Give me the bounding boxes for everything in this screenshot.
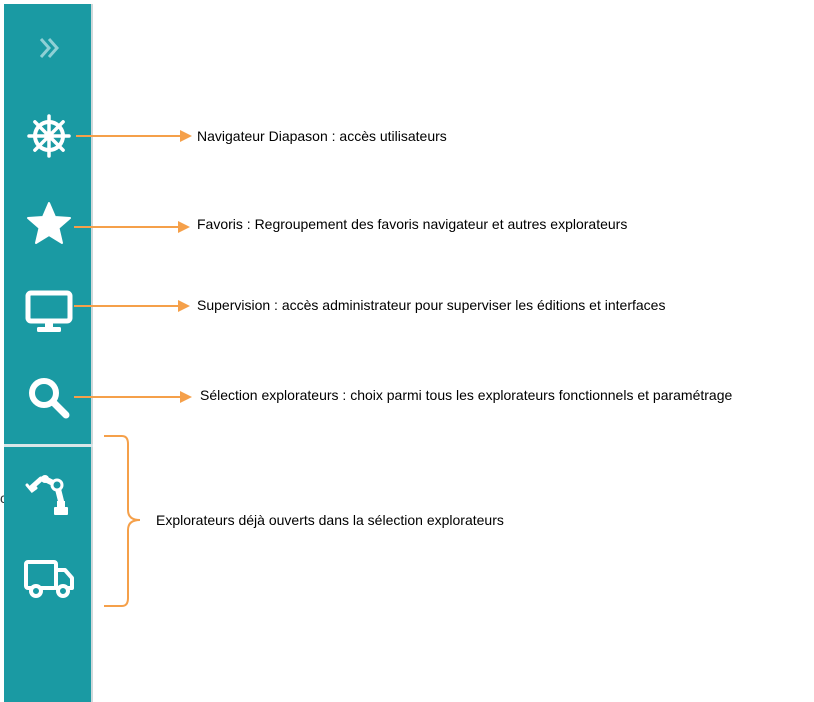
open-explorers-bracket xyxy=(104,435,141,607)
monitor-icon xyxy=(25,290,73,332)
robot-explorer-button[interactable] xyxy=(18,466,80,522)
robot-arm-icon xyxy=(25,475,68,515)
favorites-arrow xyxy=(74,221,190,233)
favorites-annotation: Favoris : Regroupement des favoris navig… xyxy=(197,216,628,232)
star-icon xyxy=(27,202,71,244)
ship-wheel-icon xyxy=(27,114,71,158)
expand-sidebar-button[interactable] xyxy=(18,20,80,76)
navigator-arrow xyxy=(76,130,192,142)
open-explorers-annotation: Explorateurs déjà ouverts dans la sélect… xyxy=(156,512,504,528)
supervision-button[interactable] xyxy=(18,284,80,340)
favorites-button[interactable] xyxy=(18,196,80,252)
supervision-arrow xyxy=(74,300,190,312)
edge-artifact: c xyxy=(0,490,7,506)
delivery-explorer-button[interactable] xyxy=(18,550,80,606)
sidebar xyxy=(4,4,93,702)
double-chevron-right-icon xyxy=(39,38,60,58)
navigator-button[interactable] xyxy=(18,108,80,164)
search-icon xyxy=(29,378,70,419)
explorer-selection-button[interactable] xyxy=(18,370,80,426)
sidebar-divider xyxy=(4,444,93,447)
navigator-annotation: Navigateur Diapason : accès utilisateurs xyxy=(197,128,447,144)
explorer-selection-arrow xyxy=(74,391,192,403)
truck-icon xyxy=(24,560,74,598)
explorer-selection-annotation: Sélection explorateurs : choix parmi tou… xyxy=(200,387,733,403)
supervision-annotation: Supervision : accès administrateur pour … xyxy=(197,297,666,313)
